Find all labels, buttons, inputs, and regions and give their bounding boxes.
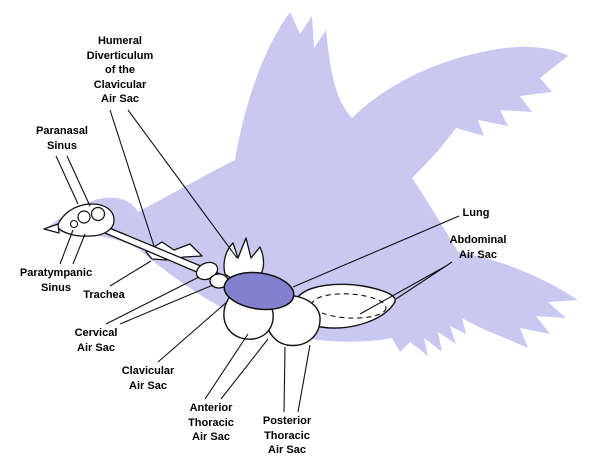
label-clavicular-air-sac: Clavicular Air Sac bbox=[121, 365, 175, 392]
label-anterior-thoracic-air-sac: Anterior Thoracic Air Sac bbox=[188, 402, 234, 444]
leader-paratympanic-2 bbox=[72, 233, 86, 265]
leader-abdominal-2 bbox=[359, 265, 447, 315]
leader-paratympanic-1 bbox=[59, 229, 74, 265]
leader-humeral-2 bbox=[127, 109, 238, 259]
leader-lung bbox=[292, 215, 460, 288]
leader-anterior-1 bbox=[204, 333, 249, 400]
label-humeral-diverticulum: Humeral Diverticulum of the Clavicular A… bbox=[86, 35, 154, 106]
leader-trachea bbox=[109, 260, 152, 287]
leader-posterior-2 bbox=[297, 344, 311, 413]
lung-shape bbox=[223, 271, 295, 311]
label-paratympanic-sinus: Paratympanic Sinus bbox=[19, 267, 93, 294]
label-abdominal-air-sac: Abdominal Air Sac bbox=[449, 234, 507, 261]
paranasal-sinus-shape-2 bbox=[90, 206, 106, 222]
paratympanic-sinus-shape bbox=[69, 219, 79, 229]
label-posterior-thoracic-air-sac: Posterior Thoracic Air Sac bbox=[262, 415, 312, 457]
label-cervical-air-sac: Cervical Air Sac bbox=[74, 327, 118, 354]
label-paranasal-sinus: Paranasal Sinus bbox=[36, 125, 88, 152]
leader-cervical-1 bbox=[105, 276, 200, 325]
leader-posterior-1 bbox=[283, 346, 286, 413]
leader-clavicular bbox=[157, 300, 229, 363]
beak-shape bbox=[43, 223, 60, 234]
label-lung: Lung bbox=[462, 207, 490, 219]
label-trachea: Trachea bbox=[83, 289, 125, 301]
leader-paranasal-2 bbox=[66, 155, 91, 207]
leader-lines bbox=[55, 109, 460, 413]
leader-cervical-2 bbox=[119, 284, 214, 325]
paranasal-sinus-shape bbox=[77, 210, 91, 224]
leader-anterior-2 bbox=[220, 338, 269, 400]
leader-humeral-1 bbox=[109, 109, 155, 247]
bird-silhouette bbox=[45, 12, 578, 356]
leader-paranasal-1 bbox=[55, 155, 79, 205]
